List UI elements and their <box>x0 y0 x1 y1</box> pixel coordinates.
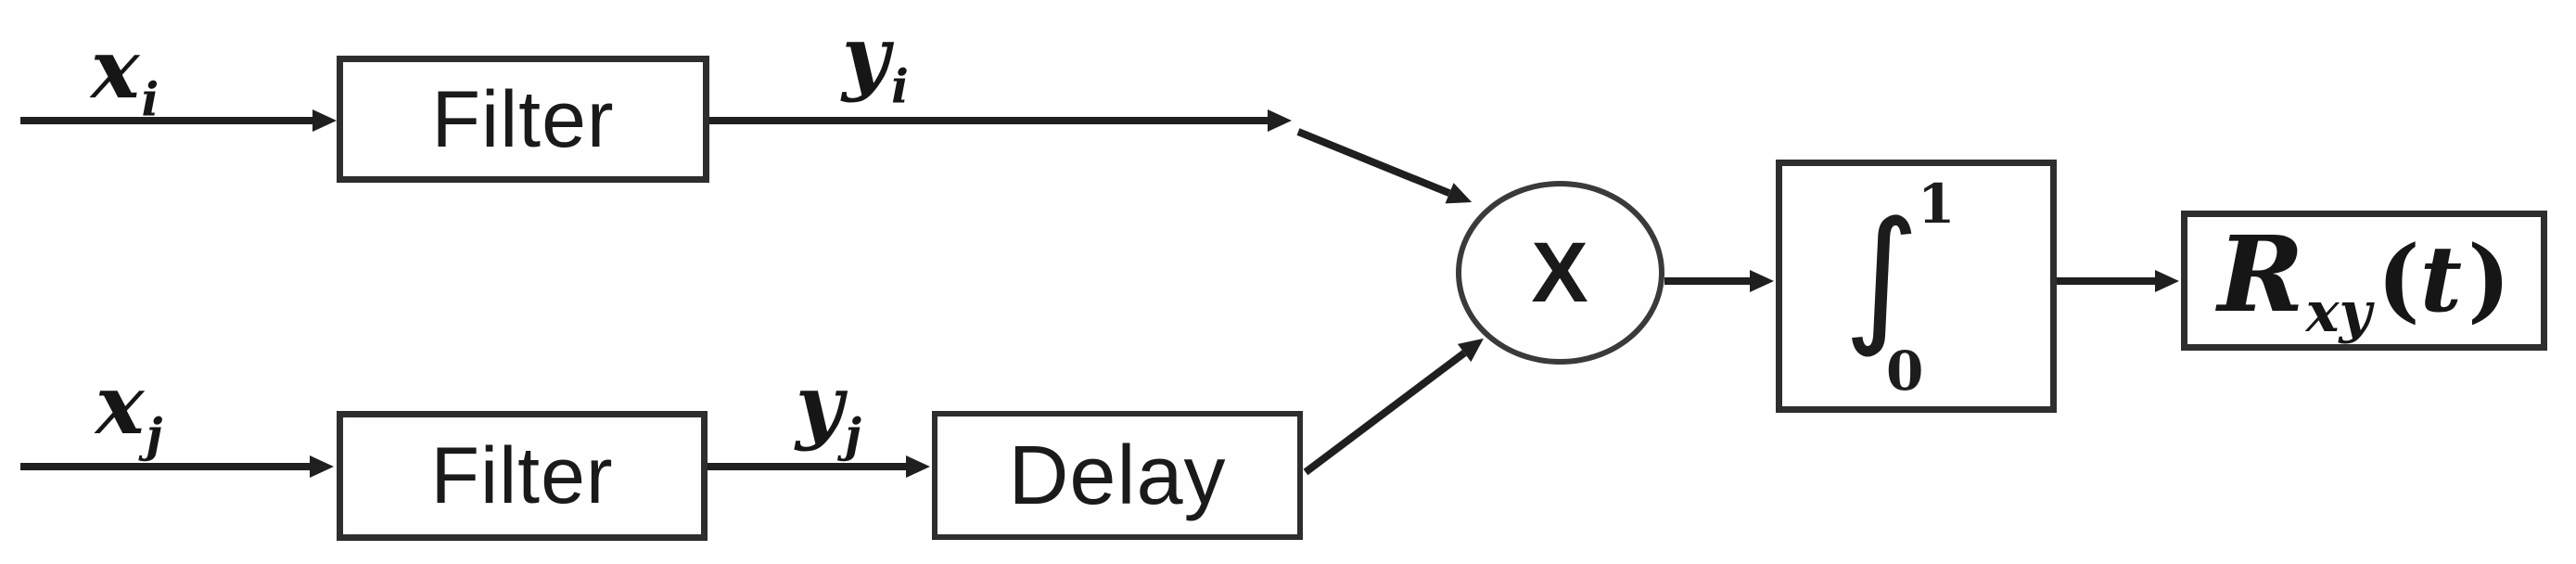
filter-bottom-block: Filter <box>337 411 708 541</box>
arrowhead-icon <box>310 455 334 478</box>
arrowhead-icon <box>906 455 930 478</box>
arrowhead-icon <box>1445 183 1476 213</box>
label-y-j: yj <box>796 364 861 458</box>
integrator-block: ∫ 1 0 <box>1776 160 2057 413</box>
integral-icon: ∫ <box>1843 190 1920 361</box>
arrowhead-icon <box>1268 109 1292 132</box>
arrowhead-icon <box>1750 270 1774 292</box>
arrow-filter-bottom-output <box>708 455 930 478</box>
filter-bottom-label: Filter <box>430 431 614 520</box>
multiplier-label: X <box>1531 225 1589 320</box>
integral-lower-limit: 0 <box>1886 340 1924 403</box>
output-formula: R xy ( t ) <box>2217 213 2511 340</box>
multiplier-circle: X <box>1456 181 1664 365</box>
arrow-integrator-output <box>2057 270 2179 292</box>
arrow-input-top <box>20 109 337 132</box>
delay-block: Delay <box>932 411 1303 540</box>
arrow-filter-top-output <box>709 109 1292 132</box>
label-y-i: yi <box>842 15 909 109</box>
label-x-i: xi <box>91 28 159 122</box>
filter-top-label: Filter <box>431 74 615 164</box>
output-argument: t <box>2419 225 2462 333</box>
arrowhead-icon <box>312 109 337 132</box>
label-x-i-subscript: i <box>141 72 159 127</box>
output-open-paren: ( <box>2377 225 2420 333</box>
integrator-formula: ∫ 1 0 <box>1782 166 2050 406</box>
arrow-input-bottom <box>20 455 334 478</box>
arrow-diagonal-top-to-multiplier <box>1296 128 1476 213</box>
output-base: R <box>2217 213 2304 336</box>
filter-top-block: Filter <box>337 56 709 183</box>
label-x-j-base: x <box>96 356 145 453</box>
output-close-paren: ) <box>2468 225 2511 333</box>
output-block: R xy ( t ) <box>2181 211 2547 351</box>
arrowhead-icon <box>2155 270 2179 292</box>
label-y-i-base: y <box>842 7 890 104</box>
label-x-i-base: x <box>91 20 140 117</box>
delay-label: Delay <box>1008 429 1227 522</box>
label-y-j-base: y <box>796 356 844 453</box>
label-x-j: xj <box>96 364 162 458</box>
label-y-i-subscript: i <box>891 59 909 114</box>
arrow-diagonal-bottom-to-multiplier <box>1303 329 1491 476</box>
output-subscript: xy <box>2305 279 2372 345</box>
label-y-j-subscript: j <box>845 408 861 463</box>
integral-upper-limit: 1 <box>1918 173 1956 236</box>
arrow-multiplier-output <box>1664 270 1774 292</box>
label-x-j-subscript: j <box>146 408 163 463</box>
